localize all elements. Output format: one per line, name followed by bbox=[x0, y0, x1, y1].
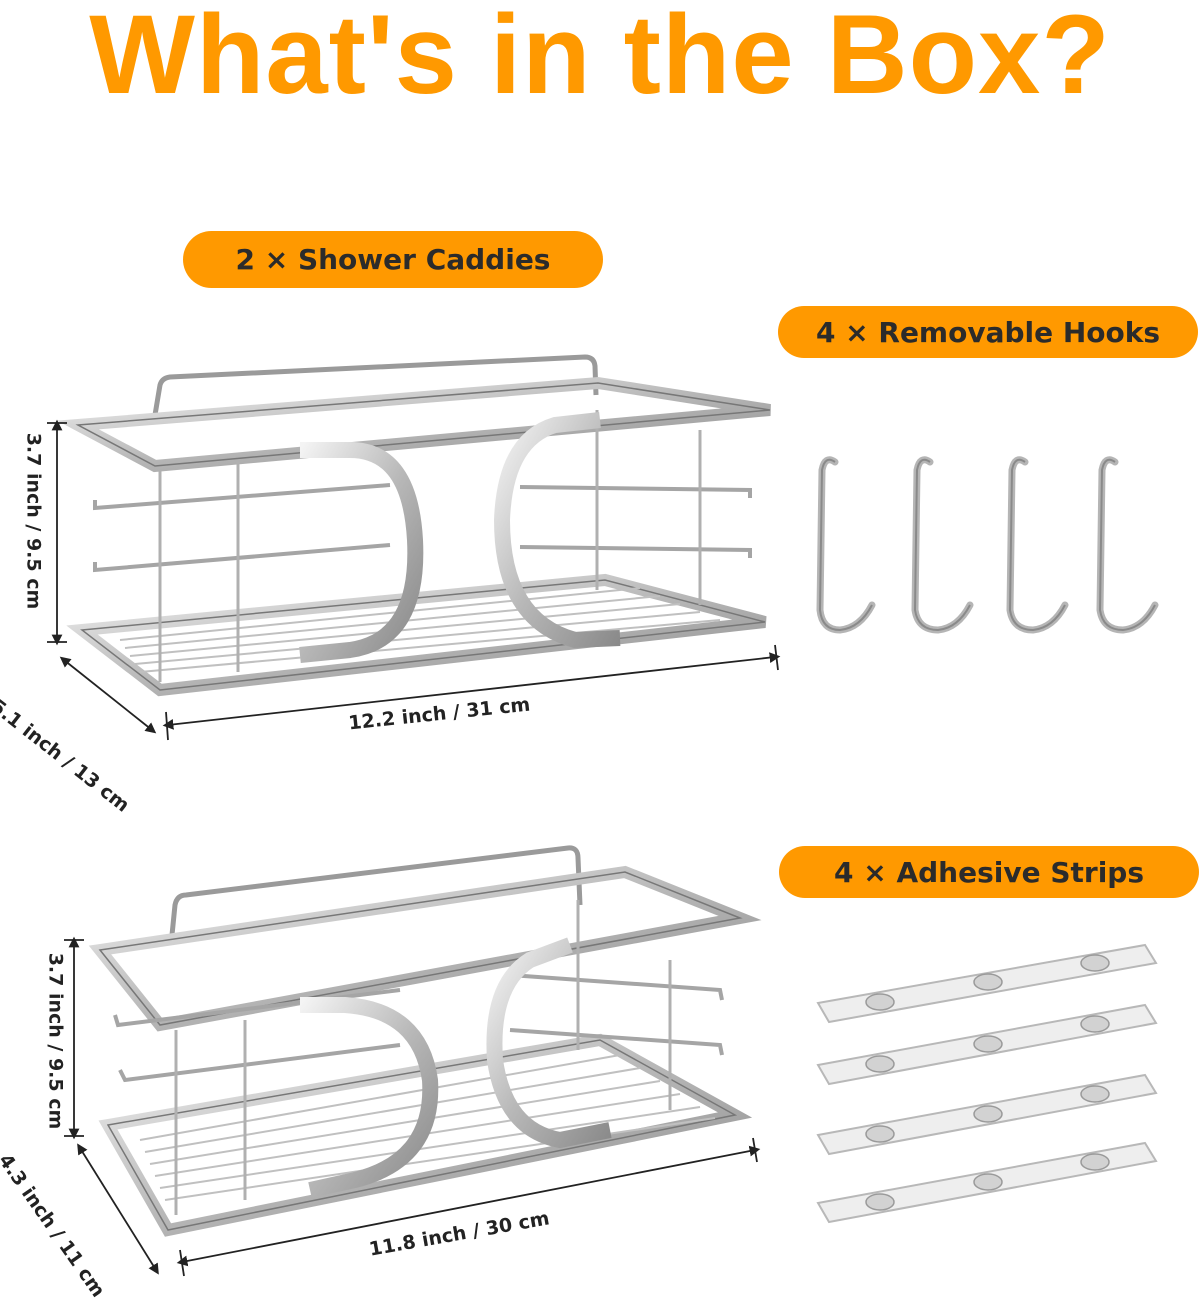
bottom-height-label: 3.7 inch / 9.5 cm bbox=[44, 952, 67, 1130]
adhesive-strip-1 bbox=[816, 943, 1158, 1024]
bottom-dimension-lines bbox=[64, 936, 761, 1277]
shower-caddy-bottom bbox=[88, 845, 762, 1237]
adhesive-strips-text: 4 × Adhesive Strips bbox=[834, 855, 1144, 889]
removable-hooks-text: 4 × Removable Hooks bbox=[815, 315, 1161, 349]
shower-caddies-text: 2 × Shower Caddies bbox=[235, 243, 551, 276]
adhesive-strips bbox=[816, 943, 1158, 1224]
adhesive-strip-3 bbox=[816, 1073, 1158, 1156]
top-dimension-lines bbox=[47, 419, 781, 741]
removable-hooks bbox=[816, 456, 1159, 634]
adhesive-strip-4 bbox=[816, 1141, 1158, 1224]
shower-caddy-top bbox=[57, 354, 771, 697]
shower-caddies-label: 2 × Shower Caddies bbox=[183, 231, 603, 288]
hook-1 bbox=[816, 456, 876, 634]
adhesive-strips-label: 4 × Adhesive Strips bbox=[779, 846, 1199, 898]
removable-hooks-label: 4 × Removable Hooks bbox=[778, 306, 1198, 358]
top-height-label: 3.7 inch / 9.5 cm bbox=[22, 432, 45, 610]
page-title: What's in the Box? bbox=[89, 0, 1111, 117]
hook-3 bbox=[1006, 456, 1069, 634]
adhesive-strip-2 bbox=[816, 1003, 1158, 1086]
hook-2 bbox=[911, 456, 974, 634]
hook-4 bbox=[1096, 456, 1159, 634]
